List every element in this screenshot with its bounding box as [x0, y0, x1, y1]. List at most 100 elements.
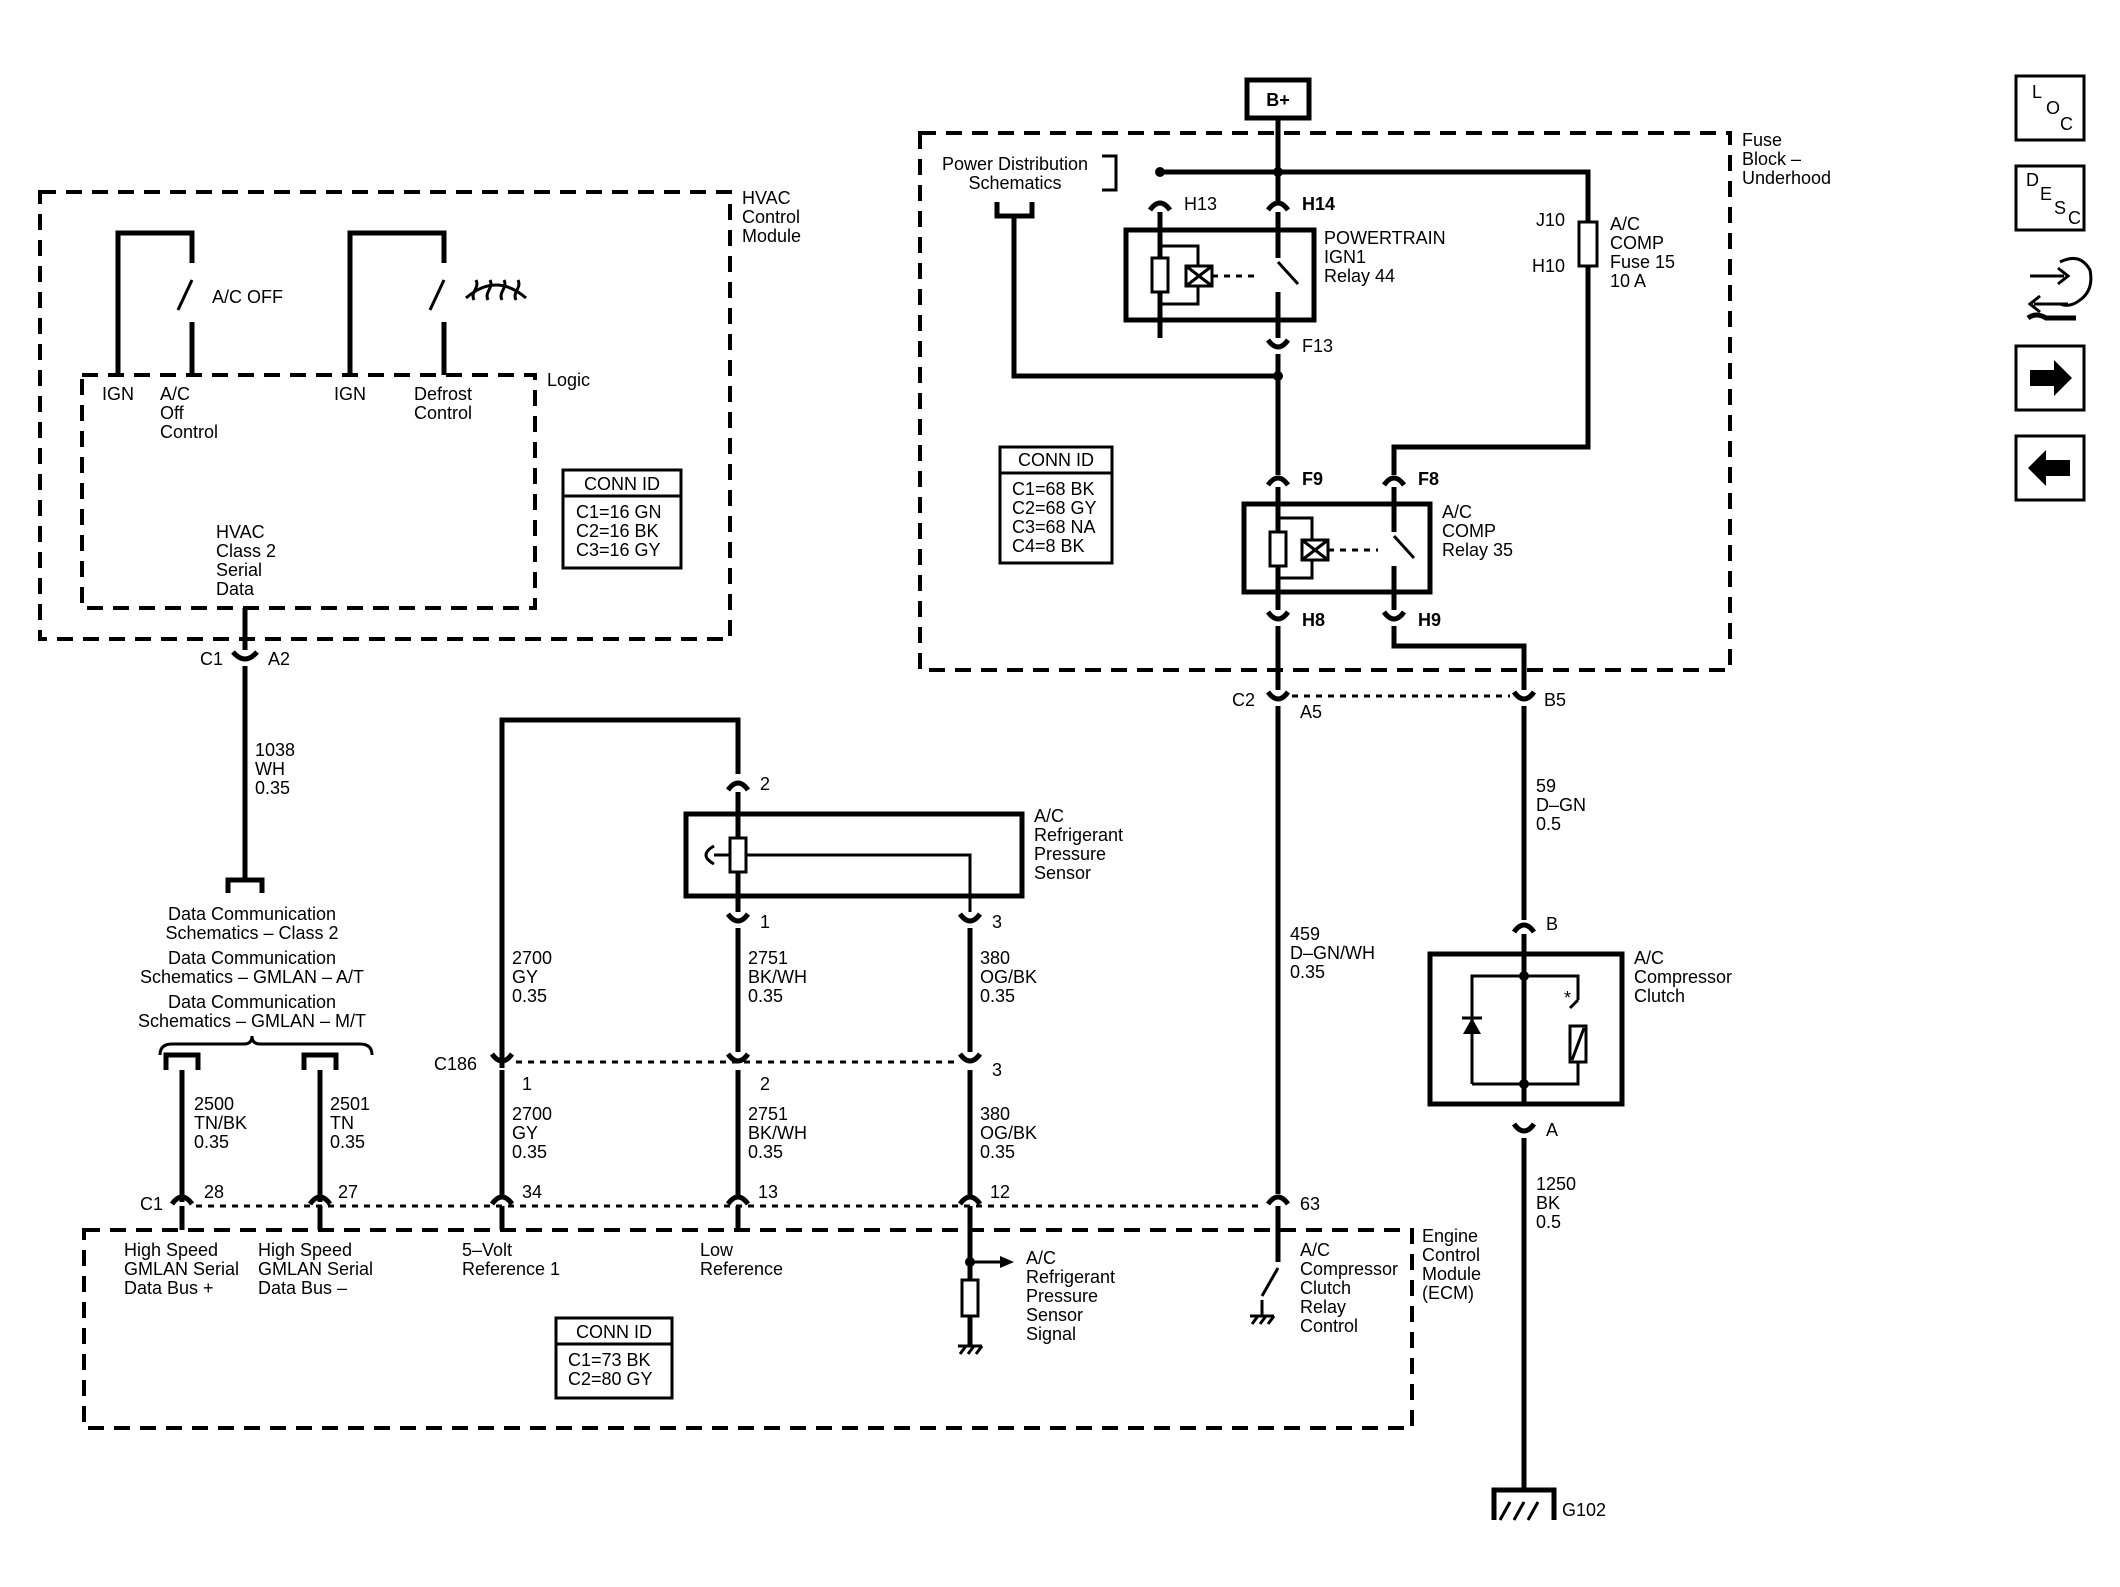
data-comm-4: Schematics – GMLAN – A/T [140, 967, 364, 987]
data-comm-brace [158, 1035, 374, 1056]
relay-control-switch [1260, 1267, 1280, 1297]
ground-g102-icon [1491, 1487, 1557, 1521]
compressor-pin-b: B [1546, 914, 1558, 934]
ac-off-switch-label: A/C OFF [212, 287, 283, 307]
pin-h14: H14 [1302, 194, 1335, 214]
sensor-label-4: Sensor [1034, 863, 1091, 883]
ign-label-2: IGN [334, 384, 366, 404]
hvac-conn-line-2: C2=16 BK [576, 521, 659, 541]
ref5v-1: 5–Volt [462, 1240, 512, 1260]
hvac-module-outline [38, 190, 732, 641]
wire-459-color: D–GN/WH [1290, 943, 1375, 963]
refrigerant-pressure-sensor: 2 A/C Refrigerant Pressure Sensor 1 3 [499, 717, 1123, 1068]
fuse-conn-id-title: CONN ID [1018, 450, 1094, 470]
w380-top-num: 380 [980, 948, 1010, 968]
loc-letter-o: O [2046, 98, 2060, 118]
hs-plus-2: GMLAN Serial [124, 1259, 239, 1279]
relay-44 [1123, 227, 1317, 323]
hvac-control-module: HVAC Control Module Logic A/C OFF IGN A/… [38, 188, 801, 641]
connector-c186: C186 1 2 3 [434, 1052, 1002, 1196]
serial-data-1: HVAC [216, 522, 265, 542]
hvac-connector-label: C1 [200, 649, 223, 669]
fuse15-label-2: COMP [1610, 233, 1664, 253]
serial-data-2: Class 2 [216, 541, 276, 561]
pin-f8: F8 [1418, 469, 1439, 489]
w2751-bot-color: BK/WH [748, 1123, 807, 1143]
signal-3: Pressure [1026, 1286, 1098, 1306]
relay-control-ground-icon [1250, 1314, 1276, 1325]
w2700-bot-num: 2700 [512, 1104, 552, 1124]
wire-1038: C1 A2 1038 WH 0.35 [200, 608, 295, 893]
defrost-control-2: Control [414, 403, 472, 423]
connector-c2: C2 A5 B5 [1232, 690, 1566, 722]
signal-ground-icon [958, 1344, 984, 1355]
ecm-pin-27: 27 [338, 1182, 358, 1202]
ac-off-switch-blade [176, 279, 194, 311]
relay-35-contact [1392, 534, 1416, 560]
w380-bot-num: 380 [980, 1104, 1010, 1124]
wire-2501-num: 2501 [330, 1094, 370, 1114]
arrow-right-icon [2030, 360, 2072, 396]
defrost-switch-blade [428, 279, 446, 311]
hs-minus-1: High Speed [258, 1240, 352, 1260]
ac-off-control-3: Control [160, 422, 218, 442]
desc-letter-s: S [2054, 198, 2066, 218]
wire-1250-gauge: 0.5 [1536, 1212, 1561, 1232]
arrow-left-icon [2028, 450, 2070, 486]
wire-2501-color: TN [330, 1113, 354, 1133]
wire-1038-gauge: 0.35 [255, 778, 290, 798]
w2700-top-color: GY [512, 967, 538, 987]
signal-pullup-resistor [960, 1278, 980, 1318]
desc-button[interactable]: D E S C [2014, 164, 2086, 232]
data-comm-references: Data Communication Schematics – Class 2 … [138, 904, 374, 1202]
fuse-conn-line-2: C2=68 GY [1012, 498, 1097, 518]
pin-f13: F13 [1302, 336, 1333, 356]
w2751-bot-num: 2751 [748, 1104, 788, 1124]
relay-35 [1241, 501, 1433, 595]
signal-1: A/C [1026, 1248, 1056, 1268]
wire-459: 459 D–GN/WH 0.35 [1275, 706, 1375, 1194]
ecm-connector-label: C1 [140, 1194, 163, 1214]
wire-2500-color: TN/BK [194, 1113, 247, 1133]
wire-2501-gauge: 0.35 [330, 1132, 365, 1152]
ecm-title-2: Control [1422, 1245, 1480, 1265]
relay35-label-2: COMP [1442, 521, 1496, 541]
sensor-pin-1: 1 [760, 912, 770, 932]
fuse-block-title-2: Block – [1742, 149, 1801, 169]
wire-59-num: 59 [1536, 776, 1556, 796]
loc-button[interactable]: L O C [2014, 74, 2086, 142]
pin-h8: H8 [1302, 610, 1325, 630]
relay44-label-2: IGN1 [1324, 247, 1366, 267]
diagnostic-tool-icon[interactable] [2026, 256, 2093, 321]
wire-2500-gauge: 0.35 [194, 1132, 229, 1152]
power-dist-2: Schematics [968, 173, 1061, 193]
defrost-switch-wire [347, 230, 447, 375]
sensor-pin-3: 3 [992, 912, 1002, 932]
c2-label: C2 [1232, 690, 1255, 710]
power-dist-1: Power Distribution [942, 154, 1088, 174]
ecm-title-1: Engine [1422, 1226, 1478, 1246]
connector-c1-a2 [231, 650, 259, 662]
ecm-conn-line-1: C1=73 BK [568, 1350, 651, 1370]
battery-label: B+ [1266, 90, 1290, 110]
fuse15-label-1: A/C [1610, 214, 1640, 234]
w380-bot-color: OG/BK [980, 1123, 1037, 1143]
wire-59-gauge: 0.5 [1536, 814, 1561, 834]
ac-off-control-1: A/C [160, 384, 190, 404]
fuse15-label-4: 10 A [1610, 271, 1646, 291]
wire-2500-num: 2500 [194, 1094, 234, 1114]
fuse-j10: J10 [1536, 210, 1565, 230]
relay-44-contact [1276, 260, 1300, 286]
prev-arrow-button[interactable] [2014, 434, 2086, 502]
w2751-top-color: BK/WH [748, 967, 807, 987]
ac-off-switch-wire [115, 230, 195, 375]
c186-pin-3: 3 [992, 1060, 1002, 1080]
sensor-pin-2: 2 [760, 774, 770, 794]
desc-letter-d: D [2026, 170, 2039, 190]
next-arrow-button[interactable] [2014, 344, 2086, 412]
w2700-top-num: 2700 [512, 948, 552, 968]
compressor-label-1: A/C [1634, 948, 1664, 968]
hvac-pin-label: A2 [268, 649, 290, 669]
w2700-bot-gauge: 0.35 [512, 1142, 547, 1162]
lowref-1: Low [700, 1240, 734, 1260]
